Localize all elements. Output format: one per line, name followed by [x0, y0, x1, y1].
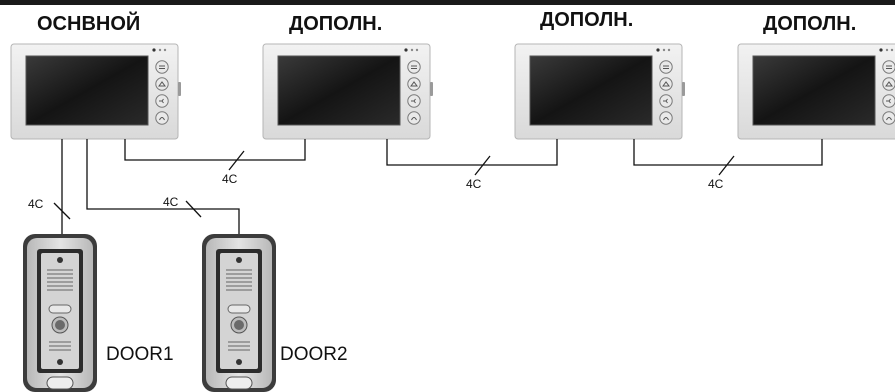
extra-monitor-1 [262, 43, 434, 140]
door1-label: DOOR1 [106, 344, 174, 365]
door1-panel [22, 233, 98, 392]
wire-label-1: 4C [222, 172, 238, 186]
door2-label: DOOR2 [280, 344, 348, 365]
wire-tick-2 [474, 155, 491, 176]
wire-label-2: 4C [466, 177, 482, 191]
wire-label-door2: 4C [163, 195, 179, 209]
wire-door2 [86, 139, 240, 234]
label-extra-monitor-1: ДОПОЛН. [289, 13, 383, 35]
wire-link-1 [124, 139, 306, 161]
wire-tick-1 [228, 150, 245, 171]
wire-label-door1: 4C [28, 197, 44, 211]
extra-monitor-3 [737, 43, 895, 140]
wire-tick-door2 [185, 200, 202, 218]
wire-link-2 [386, 139, 558, 166]
top-border [0, 0, 895, 5]
door2-panel [201, 233, 277, 392]
label-extra-monitor-2: ДОПОЛН. [540, 9, 634, 31]
wire-tick-door1 [53, 202, 71, 220]
wire-link-3 [633, 139, 823, 166]
wire-tick-3 [718, 155, 735, 176]
wire-label-3: 4C [708, 177, 724, 191]
main-monitor [10, 43, 182, 140]
label-main-monitor: ОСНВНОЙ [37, 13, 141, 35]
extra-monitor-2 [514, 43, 686, 140]
label-extra-monitor-3: ДОПОЛН. [763, 13, 857, 35]
